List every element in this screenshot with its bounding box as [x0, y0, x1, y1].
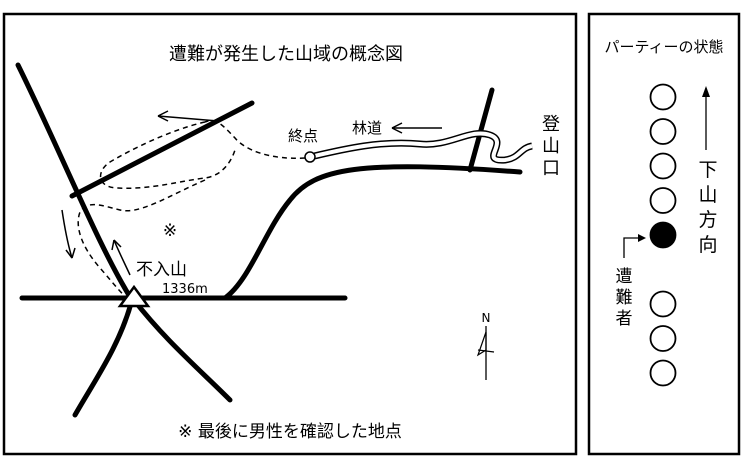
- ridge-southeast: [131, 297, 233, 403]
- ridge-northwest: [15, 62, 135, 303]
- party-member-victim: [649, 221, 677, 249]
- summit-triangle: [117, 284, 151, 308]
- route-loop: [99, 121, 236, 190]
- party-member: [649, 187, 677, 214]
- map-title: 遭難が発生した山域の概念図: [169, 43, 403, 65]
- victim-callout: 遭 難 者: [616, 234, 646, 329]
- direction-char: 方: [698, 209, 717, 231]
- arrow-south: [61, 209, 73, 259]
- arrow-north: [113, 239, 131, 276]
- victim-pointer: [623, 237, 642, 258]
- forest-road: [304, 130, 533, 164]
- arrow-road-head: [391, 122, 403, 134]
- trailhead-char: 登: [542, 114, 560, 135]
- ridge-southwest: [72, 297, 135, 418]
- party-members: [649, 83, 677, 387]
- trailhead-char: 口: [542, 158, 560, 179]
- party-member: [649, 152, 677, 180]
- victim-pointer-head: [638, 234, 646, 242]
- party-member: [649, 290, 677, 318]
- forest-road-label: 林道: [352, 119, 382, 137]
- party-member: [649, 118, 677, 145]
- forest-road-fill: [309, 131, 533, 163]
- route-to-summit: [77, 179, 206, 299]
- direction-char: 下: [698, 159, 717, 181]
- ridges: [15, 62, 523, 418]
- peak-name: 不入山: [136, 260, 187, 280]
- north-arrow: N: [476, 311, 495, 380]
- arrow-west: [157, 115, 219, 122]
- north-arrow-bar: [477, 349, 495, 353]
- arrow-south-head: [65, 247, 76, 259]
- ridge-west-spur: [69, 100, 255, 199]
- north-label: N: [482, 311, 491, 325]
- descent-arrow-head: [702, 86, 710, 97]
- direction-char: 向: [698, 234, 717, 256]
- end-point-label: 終点: [288, 127, 318, 145]
- peak-elevation: 1336m: [162, 282, 208, 297]
- trailhead-label: 登 山 口: [542, 114, 560, 179]
- arrow-north-head: [111, 239, 122, 251]
- party-frame: [587, 12, 741, 456]
- road-end-point: [304, 151, 316, 163]
- descent-direction: 下 山 方 向: [698, 86, 718, 256]
- victim-label-char: 難: [616, 288, 633, 308]
- route-arrows: [61, 110, 442, 276]
- last-seen-note: ※ 最後に男性を確認した地点: [178, 422, 402, 442]
- victim-label-char: 者: [616, 309, 633, 329]
- last-seen-mark: ※: [163, 221, 177, 241]
- party-member: [649, 359, 677, 387]
- direction-char: 山: [698, 184, 717, 206]
- forest-road-outline: [309, 130, 533, 164]
- route-dashed: [77, 119, 306, 299]
- party-title: パーティーの状態: [604, 38, 723, 56]
- trailhead-char: 山: [542, 136, 560, 157]
- arrow-west-head: [157, 110, 169, 122]
- north-arrow-head: [476, 331, 487, 357]
- ridge-east: [222, 164, 523, 301]
- victim-label-char: 遭: [616, 267, 633, 287]
- party-member: [649, 325, 677, 352]
- map-frame: [2, 12, 578, 456]
- party-member: [649, 83, 677, 111]
